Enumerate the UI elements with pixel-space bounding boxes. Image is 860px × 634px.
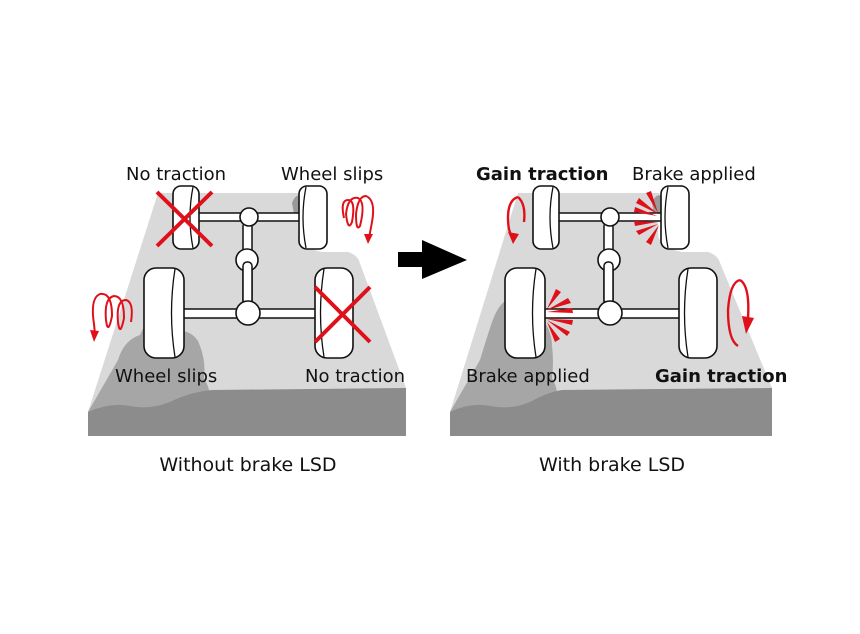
brake-burst-icon <box>547 289 573 342</box>
front-differential <box>600 207 620 227</box>
label-front-right: Brake applied <box>632 164 756 185</box>
ground-gap <box>298 234 364 262</box>
driveshaft-lower <box>603 261 614 305</box>
left-panel: No traction Wheel slips Wheel slips No t… <box>88 164 406 476</box>
label-front-left: No traction <box>126 164 226 185</box>
arrow-right-icon <box>398 240 467 279</box>
wheel-front-right <box>660 185 690 250</box>
ground-gap <box>658 234 724 262</box>
label-front-left: Gain traction <box>476 164 608 185</box>
wheel-front-left <box>532 185 560 250</box>
front-differential <box>239 207 259 227</box>
ground-base <box>450 388 772 436</box>
wheel-front-right <box>298 185 328 250</box>
label-rear-left: Wheel slips <box>115 366 217 387</box>
ground-base <box>88 388 406 436</box>
red-x-icon <box>313 285 372 344</box>
label-front-right: Wheel slips <box>281 164 383 185</box>
wheel-rear-right <box>314 267 354 359</box>
red-x-icon <box>155 190 214 248</box>
spiral-arrow-icon <box>90 292 133 342</box>
label-rear-right: No traction <box>305 366 405 387</box>
label-rear-right: Gain traction <box>655 366 787 387</box>
wheel-rear-right <box>678 267 718 359</box>
label-rear-left: Brake applied <box>466 366 590 387</box>
driveshaft-lower <box>242 261 253 305</box>
rear-differential <box>235 300 261 326</box>
rotation-arrow-icon <box>506 195 526 244</box>
right-panel: Gain traction Brake applied Brake applie… <box>450 164 787 476</box>
rotation-arrow-icon <box>726 278 754 348</box>
rear-differential <box>597 300 623 326</box>
caption-left: Without brake LSD <box>159 454 336 476</box>
spiral-arrow-icon <box>341 194 375 244</box>
wheel-rear-left <box>143 267 185 359</box>
brake-burst-icon <box>634 191 659 245</box>
caption-right: With brake LSD <box>539 454 685 476</box>
wheel-rear-left <box>504 267 546 359</box>
